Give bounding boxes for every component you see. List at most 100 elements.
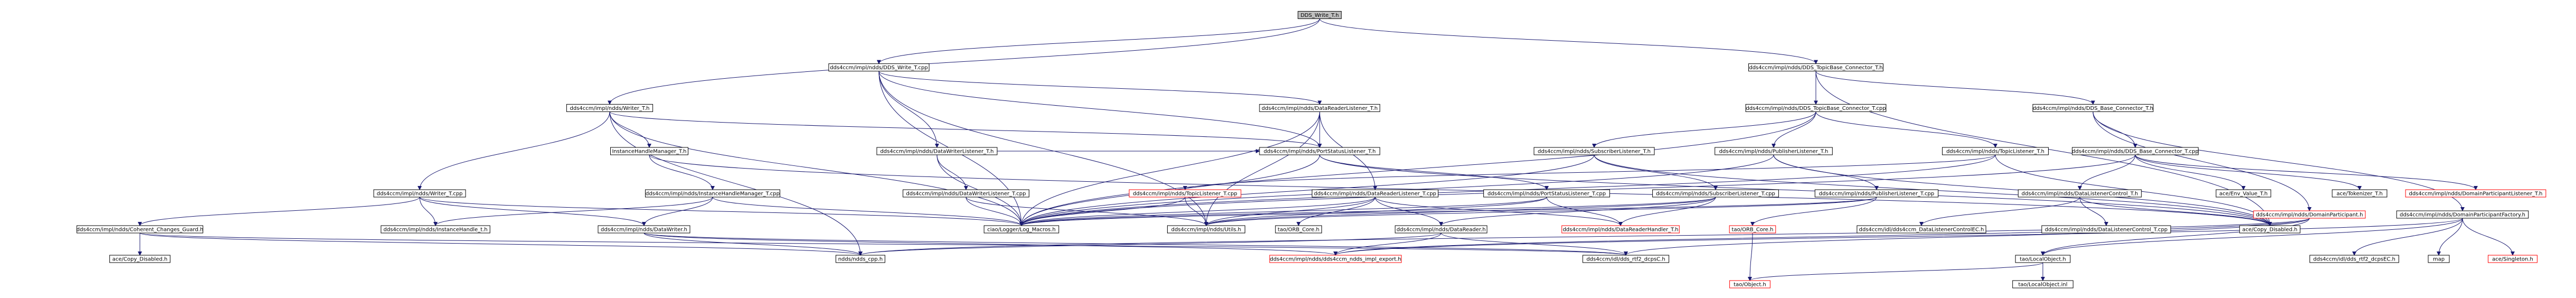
node-dds4ccm-impl-ndds-datawriter-h[interactable]: dds4ccm/impl/ndds/DataWriter.h [598,225,690,234]
node-dds4ccm-impl-ndds-datareaderlistener-t-h[interactable]: dds4ccm/impl/ndds/DataReaderListener_T.h [1259,104,1380,112]
node-label: dds4ccm/impl/ndds/DomainParticipant.h [2256,212,2363,218]
node-ndds-ndds-cpp-h[interactable]: ndds/ndds_cpp.h [836,255,885,263]
node-label: dds4ccm/impl/ndds/Writer_T.h [570,106,650,111]
node-map[interactable]: map [2428,255,2450,263]
edge-n26-n43 [139,232,1628,256]
node-label: dds4ccm/impl/ndds/dds4ccm_ndds_impl_expo… [1270,257,1401,263]
edge-n8-n16 [936,154,968,190]
node-dds4ccm-impl-ndds-datareaderlistener-t-cpp[interactable]: dds4ccm/impl/ndds/DataReaderListener_T.c… [1312,189,1438,198]
node-dds4ccm-impl-ndds-datalistenercontrol-t-cpp[interactable]: dds4ccm/impl/ndds/DataListenerControl_T.… [2041,225,2171,234]
node-box [109,255,171,263]
node-dds4ccm-impl-ndds-dds-topicbase-connector-t-cpp[interactable]: dds4ccm/impl/ndds/DDS_TopicBase_Connecto… [1745,104,1887,112]
node-tao-localobject-h[interactable]: tao/LocalObject.h [2015,255,2071,263]
node-dds4ccm-impl-ndds-domainparticipantlistener-t-h[interactable]: dds4ccm/impl/ndds/DomainParticipantListe… [2405,189,2546,198]
node-box [598,225,690,234]
edge-n28-n43 [643,232,1628,256]
edge-n17-n29 [1019,197,1186,226]
node-dds4ccm-impl-ndds-portstatuslistener-t-cpp[interactable]: dds4ccm/impl/ndds/PortStatusListener_T.c… [1483,189,1610,198]
edges-layer [138,18,2515,281]
node-box [1715,147,1833,155]
node-dds4ccm-impl-ndds-datareader-h[interactable]: dds4ccm/impl/ndds/DataReader.h [1395,225,1488,234]
node-label: dds4ccm/impl/ndds/PortStatusListener_T.c… [1488,191,1606,197]
node-dds4ccm-impl-ndds-dds-base-connector-t-cpp[interactable]: dds4ccm/impl/ndds/DDS_Base_Connector_T.c… [2072,147,2199,155]
node-tao-object-h[interactable]: tao/Object.h [1729,280,1770,288]
node-dds4ccm-impl-ndds-domainparticipantfactory-h[interactable]: dds4ccm/impl/ndds/DomainParticipantFacto… [2396,210,2529,219]
edge-n32-n43 [1441,232,1628,256]
node-dds4ccm-impl-ndds-instancehandle-t-h[interactable]: dds4ccm/impl/ndds/InstanceHandle_t.h [381,225,490,234]
edge-n28-n41 [643,232,863,256]
edge-n10-n20 [1594,154,1718,190]
node-label: dds4ccm/impl/ndds/DataListenerControl_T.… [2045,227,2168,233]
node-ace-copy-disabled-h[interactable]: ace/Copy_Disabled.h [2239,225,2300,234]
node-tao-orb-core-h[interactable]: tao/ORB_Core.h [1275,225,1322,234]
edge-n18-n31 [1296,197,1376,226]
node-dds4ccm-impl-ndds-dds4ccm-ndds-impl-export-h[interactable]: dds4ccm/impl/ndds/dds4ccm_ndds_impl_expo… [1269,255,1402,263]
node-dds4ccm-impl-ndds-datawriterlistener-t-h[interactable]: dds4ccm/impl/ndds/DataWriterListener_T.h [876,147,998,155]
node-dds4ccm-impl-ndds-subscriberlistener-t-cpp[interactable]: dds4ccm/impl/ndds/SubscriberListener_T.c… [1652,189,1779,198]
node-dds4ccm-impl-ndds-datareaderhandler-t-h[interactable]: dds4ccm/impl/ndds/DataReaderHandler_T.h [1561,225,1680,234]
edge-n2-n5 [878,71,1322,105]
edge-n39-n47 [2462,218,2515,256]
edge-n20-n29 [1019,197,1716,226]
node-dds4ccm-impl-ndds-writer-t-h[interactable]: dds4ccm/impl/ndds/Writer_T.h [566,104,654,112]
node-label: tao/ORB_Core.h [1732,227,1774,233]
node-tao-orb-core-h[interactable]: tao/ORB_Core.h [1729,225,1776,234]
node-ace-copy-disabled-h[interactable]: ace/Copy_Disabled.h [109,255,171,263]
edge-n10-n29 [1019,154,1595,226]
node-box [1395,225,1488,234]
node-dds4ccm-impl-ndds-publisherlistener-t-cpp[interactable]: dds4ccm/impl/ndds/PublisherListener_T.cp… [1814,189,1939,198]
node-dds4ccm-impl-ndds-instancehandlemanager-t-cpp[interactable]: dds4ccm/impl/ndds/InstanceHandleManager_… [645,189,780,198]
edge-n0-n3 [1319,18,1818,64]
node-dds4ccm-impl-ndds-dds-topicbase-connector-t-h[interactable]: dds4ccm/impl/ndds/DDS_TopicBase_Connecto… [1748,63,1883,72]
node-label: ciao/Logger/Log_Macros.h [987,227,1056,233]
node-box [1269,255,1402,263]
edge-n13-n24 [2135,154,2362,190]
node-dds4ccm-idl-dds-rtf2-dcpsec-h[interactable]: dds4ccm/idl/dds_rtf2_dcpsEC.h [2309,255,2399,263]
edge-n13-n23 [2135,154,2246,190]
node-label: dds4ccm/impl/ndds/InstanceHandleManager_… [646,191,780,197]
node-dds4ccm-impl-ndds-coherent-changes-guard-h[interactable]: dds4ccm/impl/ndds/Coherent_Changes_Guard… [77,225,203,234]
node-box [2488,255,2537,263]
node-box [1748,63,1883,72]
node-box [1483,189,1610,198]
node-ace-tokenizer-t-h[interactable]: ace/Tokenizer_T.h [2332,189,2388,198]
node-dds4ccm-impl-ndds-datawriterlistener-t-cpp[interactable]: dds4ccm/impl/ndds/DataWriterListener_T.c… [903,189,1029,198]
node-label: ace/Tokenizer_T.h [2336,191,2382,197]
edge-n20-n33 [1618,197,1716,226]
node-instancehandlemanager-t-h[interactable]: InstanceHandleManager_T.h [610,147,688,155]
node-box [1312,189,1438,198]
node-dds4ccm-impl-ndds-datalistenercontrol-t-h[interactable]: dds4ccm/impl/ndds/DataListenerControl_T.… [2018,189,2142,198]
node-dds4ccm-impl-ndds-publisherlistener-t-h[interactable]: dds4ccm/impl/ndds/PublisherListener_T.h [1715,147,1833,155]
nodes-layer: DDS_Write_T.h dds4ccm/impl/ndds/Writer_T.… [77,11,2546,288]
node-dds4ccm-impl-ndds-topiclistener-t-cpp[interactable]: dds4ccm/impl/ndds/TopicListener_T.cpp [1129,189,1242,198]
node-box [2018,189,2142,198]
edge-n28-n42 [643,232,1338,256]
node-dds4ccm-impl-ndds-writer-t-cpp[interactable]: dds4ccm/impl/ndds/Writer_T.cpp [373,189,466,198]
edge-n39-n45 [2352,218,2463,256]
node-dds4ccm-impl-ndds-utils-h[interactable]: dds4ccm/impl/ndds/Utils.h [1167,225,1245,234]
node-ace-env-value-t-h[interactable]: ace/Env_Value_T.h [2215,189,2271,198]
node-label: ace/Singleton.h [2492,257,2533,263]
edge-n44-n48 [1748,262,2043,281]
node-dds4ccm-idl-dds-rtf2-dcpsc-h[interactable]: dds4ccm/idl/dds_rtf2_dcpsC.h [1582,255,1670,263]
node-dds4ccm-impl-ndds-portstatuslistener-t-h[interactable]: dds4ccm/impl/ndds/PortStatusListener_T.h [1259,147,1380,155]
node-ace-singleton-h[interactable]: ace/Singleton.h [2488,255,2537,263]
node-tao-localobject-inl[interactable]: tao/LocalObject.inl [2012,280,2073,288]
edge-n38-n44 [2041,218,2310,256]
node-label: dds4ccm/impl/ndds/Coherent_Changes_Guard… [77,227,203,233]
node-dds-write-t-h[interactable]: DDS_Write_T.h [1298,11,1342,19]
node-label: ace/Copy_Disabled.h [112,257,167,263]
node-dds4ccm-impl-ndds-domainparticipant-h[interactable]: dds4ccm/impl/ndds/DomainParticipant.h [2253,210,2366,219]
edge-n3-n7 [1815,71,2095,105]
node-dds4ccm-impl-ndds-dds-write-t-cpp[interactable]: dds4ccm/impl/ndds/DDS_Write_T.cpp [828,63,930,72]
node-dds4ccm-impl-ndds-subscriberlistener-t-h[interactable]: dds4ccm/impl/ndds/SubscriberListener_T.h [1533,147,1655,155]
node-dds4ccm-impl-ndds-topiclistener-t-h[interactable]: dds4ccm/impl/ndds/TopicListener_T.h [1942,147,2049,155]
node-dds4ccm-impl-ndds-dds-base-connector-t-h[interactable]: dds4ccm/impl/ndds/DDS_Base_Connector_T.h [2032,104,2154,112]
node-box [610,147,688,155]
node-dds4ccm-idl-dds4ccm-datalistenercontrolec-h[interactable]: dds4ccm/idl/dds4ccm_DataListenerControlE… [1857,225,1986,234]
node-label: dds4ccm/impl/ndds/TopicListener_T.cpp [1133,191,1237,197]
node-ciao-logger-log-macros-h[interactable]: ciao/Logger/Log_Macros.h [983,225,1059,234]
node-label: dds4ccm/impl/ndds/SubscriberListener_T.h [1538,149,1651,155]
node-box [2253,210,2366,219]
node-box [2072,147,2199,155]
